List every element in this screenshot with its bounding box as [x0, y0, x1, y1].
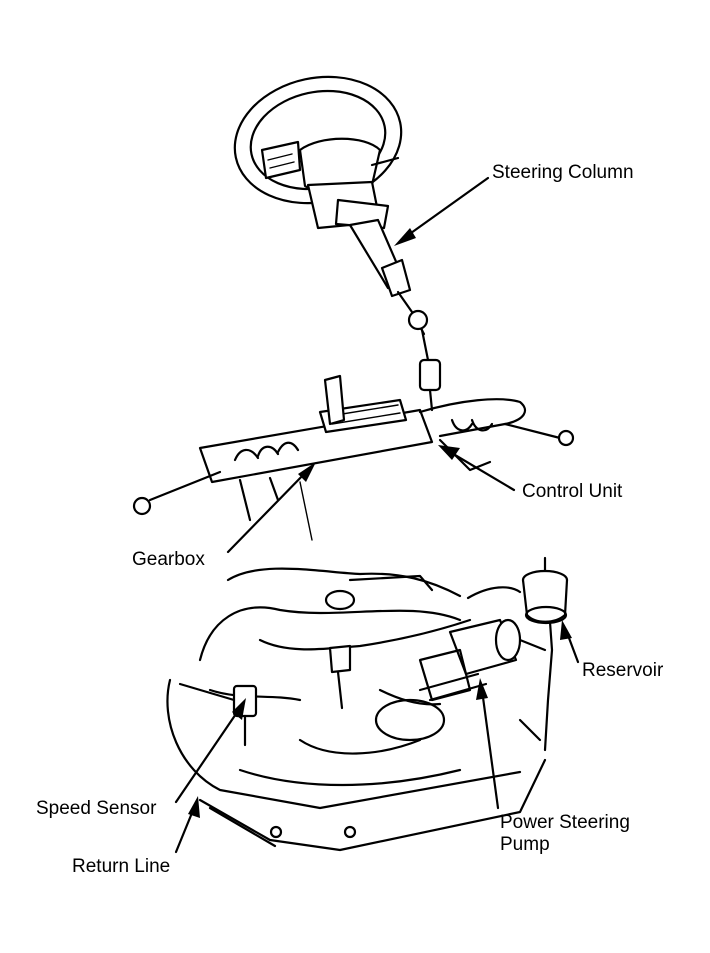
label-steering-column: Steering Column: [492, 162, 634, 183]
steering-wheel: [233, 75, 403, 205]
steering-column: [306, 180, 442, 412]
leader-arrows: [174, 176, 580, 854]
reservoir: [466, 556, 569, 752]
label-reservoir: Reservoir: [582, 660, 664, 681]
label-return-line: Return Line: [72, 856, 171, 877]
label-gearbox: Gearbox: [132, 549, 205, 570]
power-steering-pump: [418, 618, 522, 702]
gearbox: [132, 374, 575, 541]
return-line: [198, 718, 547, 852]
label-control-unit: Control Unit: [522, 481, 623, 502]
engine: [166, 567, 522, 810]
label-speed-sensor: Speed Sensor: [36, 798, 157, 819]
label-power-steering-pump-line2: Pump: [500, 834, 550, 855]
label-power-steering-pump-line1: Power Steering: [500, 812, 630, 833]
